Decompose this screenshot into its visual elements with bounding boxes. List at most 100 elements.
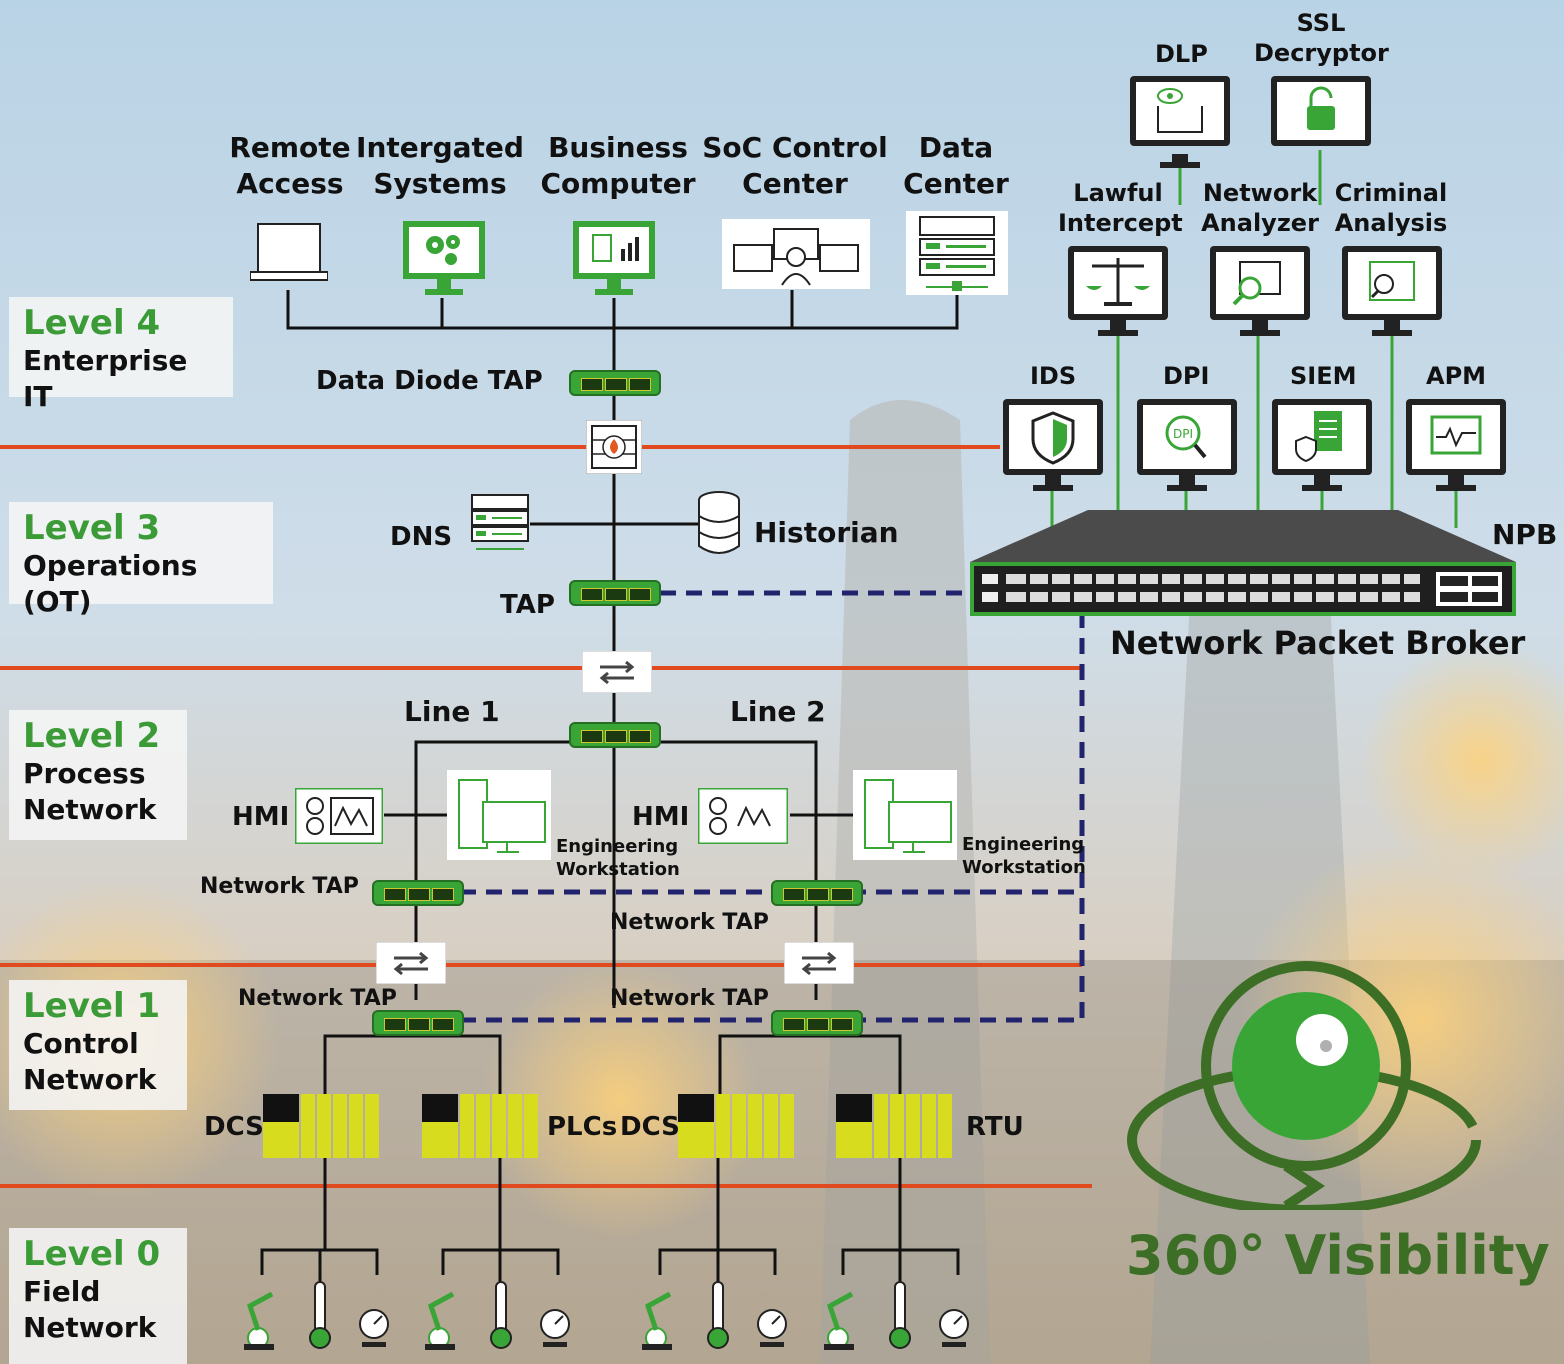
siem-document-monitor-icon [1272, 399, 1372, 491]
level-0-box: Level 0 Field Network [9, 1228, 187, 1364]
business-monitor-icon [573, 221, 655, 295]
level-number: Level 0 [23, 1234, 161, 1274]
soc-label: SoC Control Center [702, 131, 888, 200]
visibility-title: 360° Visibility [1126, 1224, 1550, 1287]
business-computer-label: Business Computer [540, 131, 696, 200]
network-analyzer-monitor-icon [1210, 246, 1310, 336]
switch-icon [784, 942, 854, 984]
gauge-icon [359, 1309, 389, 1347]
network-tap-left-device [372, 880, 464, 906]
historian-database-icon [698, 491, 740, 554]
line-split-tap-device [569, 722, 661, 748]
network-tap-left-label: Network TAP [200, 874, 359, 899]
server-rack-icon [906, 211, 1008, 295]
data-diode-tap-device [569, 370, 661, 396]
data-diode-tap-label: Data Diode TAP [316, 366, 543, 396]
field-devices-group-4 [824, 1281, 969, 1350]
rtu-controller-icon [836, 1094, 952, 1158]
level-name: Operations (OT) [23, 549, 198, 618]
robot-arm-icon [244, 1291, 274, 1350]
line-2-label: Line 2 [730, 695, 826, 728]
network-tap-right-label: Network TAP [610, 910, 769, 935]
ot-tap-device [569, 580, 661, 606]
dlp-monitor-icon [1130, 76, 1230, 168]
level-dividers [0, 445, 1092, 1188]
dns-label: DNS [390, 522, 453, 552]
network-packet-broker-device [970, 510, 1516, 616]
visibility-eye-icon [1127, 961, 1481, 1210]
remote-access-label: Remote Access [229, 131, 351, 200]
control-tap-right-label: Network TAP [610, 986, 769, 1011]
lawful-intercept-label: Lawful Intercept [1058, 179, 1183, 237]
lawful-intercept-monitor-icon [1068, 246, 1168, 336]
apm-label: APM [1426, 362, 1487, 390]
dcs-right-controller-icon [678, 1094, 794, 1158]
dlp-label: DLP [1155, 40, 1208, 68]
level-1-box: Level 1 Control Network [9, 980, 187, 1110]
dpi-icon-text: DPI [1173, 427, 1193, 441]
level-number: Level 2 [23, 716, 161, 756]
robot-arm-icon [425, 1291, 455, 1350]
field-devices-group-3 [642, 1281, 787, 1350]
control-tap-left-label: Network TAP [238, 986, 397, 1011]
firewall-icon [586, 420, 642, 474]
ssl-decryptor-label: SSL Decryptor [1254, 9, 1389, 67]
level-name: Field Network [23, 1275, 157, 1344]
dcs-right-label: DCS [620, 1112, 680, 1142]
robot-arm-icon [824, 1291, 854, 1350]
switch-icon [376, 942, 446, 984]
level-number: Level 1 [23, 986, 161, 1026]
integrated-systems-label: Intergated Systems [356, 131, 524, 200]
dcs-left-label: DCS [204, 1112, 264, 1142]
level-name: Enterprise IT [23, 344, 188, 413]
network-tap-right-device [771, 880, 863, 906]
gauge-icon [757, 1309, 787, 1347]
dpi-magnifier-monitor-icon: DPI [1137, 399, 1237, 491]
network-analyzer-label: Network Analyzer [1201, 179, 1319, 237]
npb-name-label: Network Packet Broker [1110, 624, 1526, 662]
level-2-box: Level 2 Process Network [9, 710, 187, 840]
hmi-right-icon [698, 788, 788, 844]
field-devices-group-1 [244, 1281, 389, 1350]
ids-shield-monitor-icon [1003, 399, 1103, 491]
level-name: Process Network [23, 757, 157, 826]
gauge-icon [540, 1309, 570, 1347]
npb-short-label: NPB [1492, 518, 1558, 551]
eng-right-label: Engineering Workstation [962, 834, 1086, 878]
control-tap-left-device [372, 1010, 464, 1036]
thermometer-icon [707, 1281, 729, 1349]
thermometer-icon [309, 1281, 331, 1349]
hmi-right-label: HMI [632, 802, 690, 832]
siem-label: SIEM [1290, 362, 1357, 390]
gear-monitor-icon [403, 221, 485, 295]
soc-operator-icon [722, 219, 870, 289]
historian-label: Historian [754, 516, 899, 549]
control-tap-right-device [771, 1010, 863, 1036]
engineering-workstation-left-icon [447, 770, 551, 860]
plc-controller-icon [422, 1094, 538, 1158]
switch-icon [582, 651, 652, 693]
plcs-label: PLCs [547, 1112, 618, 1142]
level-number: Level 4 [23, 303, 161, 343]
robot-arm-icon [642, 1291, 672, 1350]
dpi-label: DPI [1163, 362, 1210, 390]
level-name: Control Network [23, 1027, 157, 1096]
field-devices-group-2 [425, 1281, 570, 1350]
dns-server-icon [471, 494, 529, 550]
ids-label: IDS [1030, 362, 1077, 390]
engineering-workstation-right-icon [853, 770, 957, 860]
hmi-left-label: HMI [232, 802, 290, 832]
data-center-label: Data Center [903, 131, 1009, 200]
criminal-analysis-label: Criminal Analysis [1334, 179, 1448, 237]
hmi-left-icon [295, 788, 383, 844]
level-number: Level 3 [23, 508, 161, 548]
eng-left-label: Engineering Workstation [556, 836, 680, 880]
laptop-icon [250, 223, 328, 281]
apm-pulse-monitor-icon [1406, 399, 1506, 491]
gauge-icon [939, 1309, 969, 1347]
rtu-label: RTU [966, 1112, 1024, 1142]
dcs-left-controller-icon [263, 1094, 379, 1158]
ssl-decryptor-monitor-icon [1271, 76, 1371, 146]
level-3-box: Level 3 Operations (OT) [9, 502, 273, 618]
